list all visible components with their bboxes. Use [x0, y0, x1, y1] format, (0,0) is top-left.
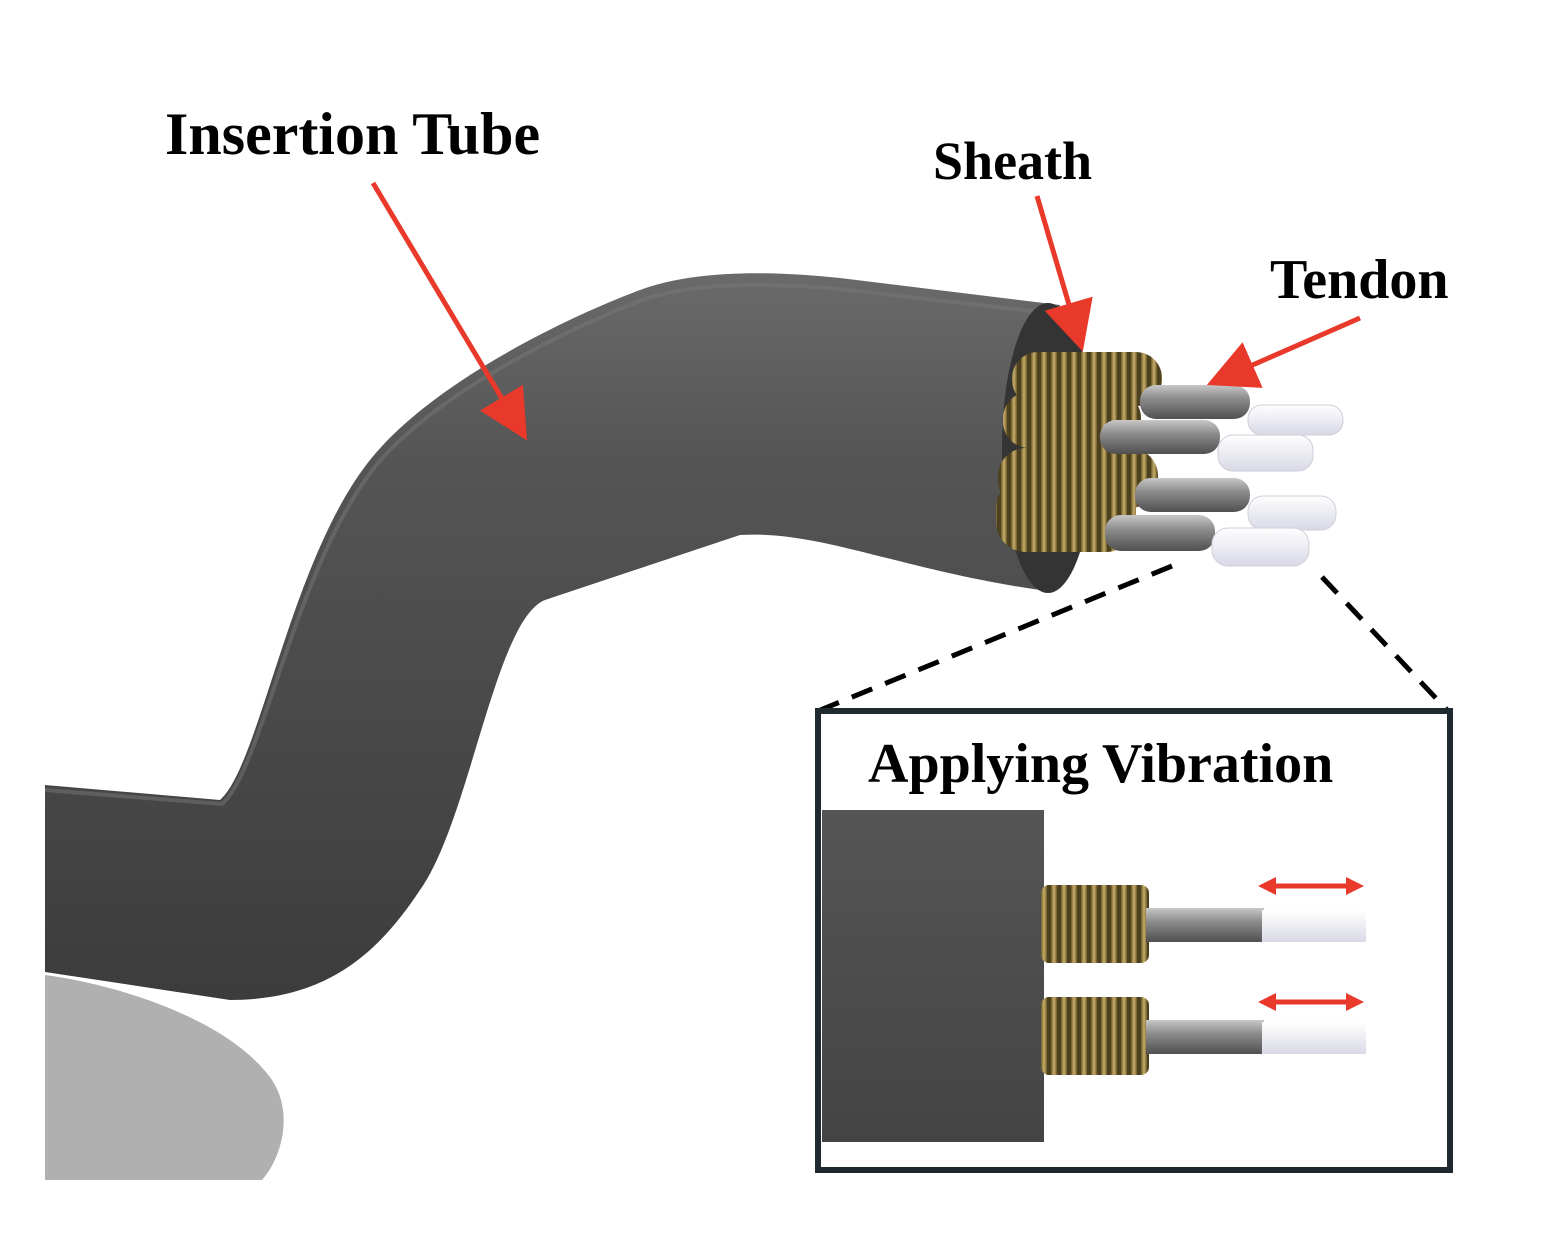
insertion-tube-label: Insertion Tube	[165, 101, 541, 167]
inset-tube-block	[822, 810, 1044, 1142]
tendon-label: Tendon	[1270, 249, 1449, 311]
sheath-label: Sheath	[933, 131, 1093, 191]
inset-sheath-coil	[1041, 885, 1149, 963]
inset-tendon-tip	[1262, 910, 1366, 942]
tube-highlight	[44, 282, 1041, 807]
sheath-pointer-arrow	[1034, 195, 1093, 352]
sheath-coil	[996, 478, 1136, 552]
tendon-rod	[1100, 420, 1220, 454]
tendon-tip	[1247, 404, 1344, 436]
zoom-line-left	[817, 563, 1173, 714]
inset-tendon-rod	[1146, 908, 1264, 942]
tendon-tip	[1211, 527, 1310, 567]
insertion-tube	[45, 273, 1060, 1000]
tendon-group	[1100, 385, 1344, 567]
inset-title: Applying Vibration	[868, 733, 1334, 795]
insertion-tube-pointer-arrow	[370, 181, 528, 441]
base-shape	[45, 975, 284, 1180]
vibration-arrow-bottom	[1258, 993, 1364, 1011]
vibration-arrow-top	[1258, 877, 1364, 895]
inset-tendon-rod	[1146, 1020, 1264, 1054]
tendon-pointer-arrow	[1206, 315, 1362, 388]
tendon-rod	[1105, 515, 1215, 551]
tendon-rod	[1135, 478, 1250, 512]
tendon-tip	[1217, 434, 1314, 472]
zoom-line-right	[1320, 575, 1450, 713]
inset-sheath-coil	[1041, 997, 1149, 1075]
tendon-rod	[1140, 385, 1250, 419]
tendon-tip	[1247, 495, 1337, 531]
inset-tendon-tip	[1262, 1022, 1366, 1054]
